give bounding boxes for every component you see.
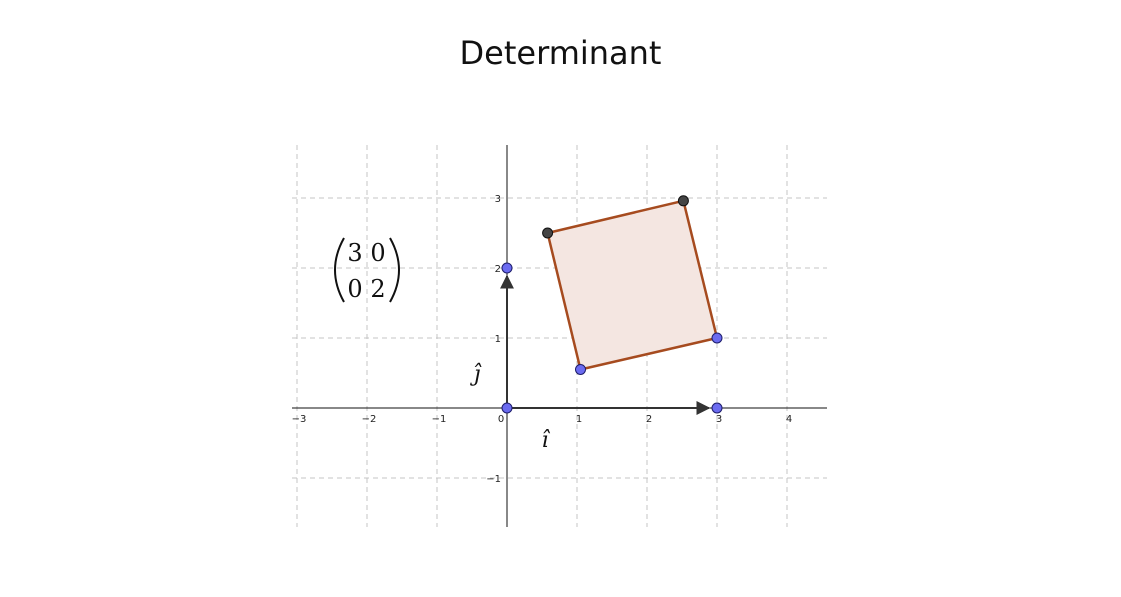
- j-hat-label: ĵ: [470, 362, 482, 387]
- y-tick-label: −1: [486, 474, 501, 485]
- right-parenthesis: [389, 237, 400, 303]
- draggable-point[interactable]: [575, 364, 586, 375]
- x-tick-label: −2: [362, 414, 377, 425]
- draggable-point[interactable]: [501, 262, 513, 274]
- matrix-entry: 0: [347, 275, 362, 303]
- x-tick-label: 0: [498, 414, 504, 425]
- x-tick-label: −1: [432, 414, 447, 425]
- matrix-entry: 0: [370, 239, 385, 267]
- matrix-entry: 2: [370, 275, 385, 303]
- y-tick-label: 2: [495, 264, 501, 275]
- transformed-parallelogram: [546, 199, 719, 371]
- left-parenthesis: [334, 237, 345, 303]
- y-tick-label: 3: [495, 194, 501, 205]
- vertex-point[interactable]: [677, 195, 689, 207]
- grid-lines: [292, 145, 827, 527]
- draggable-point[interactable]: [711, 332, 723, 344]
- parallelogram-polygon: [546, 199, 719, 371]
- axes: [292, 145, 827, 527]
- matrix-entry: 3: [347, 239, 362, 267]
- x-tick-label: 1: [576, 414, 582, 425]
- x-tick-label: 3: [716, 414, 722, 425]
- x-tick-label: 4: [786, 414, 792, 425]
- i-hat-label: î: [541, 428, 550, 453]
- basis-vectors: [500, 274, 711, 415]
- vertex-point[interactable]: [542, 227, 554, 239]
- x-tick-label: −3: [292, 414, 307, 425]
- points[interactable]: [501, 195, 723, 414]
- draggable-point[interactable]: [501, 402, 513, 414]
- draggable-point[interactable]: [711, 402, 723, 414]
- y-tick-label: 1: [495, 334, 501, 345]
- x-tick-label: 2: [646, 414, 652, 425]
- page-title: Determinant: [459, 34, 662, 72]
